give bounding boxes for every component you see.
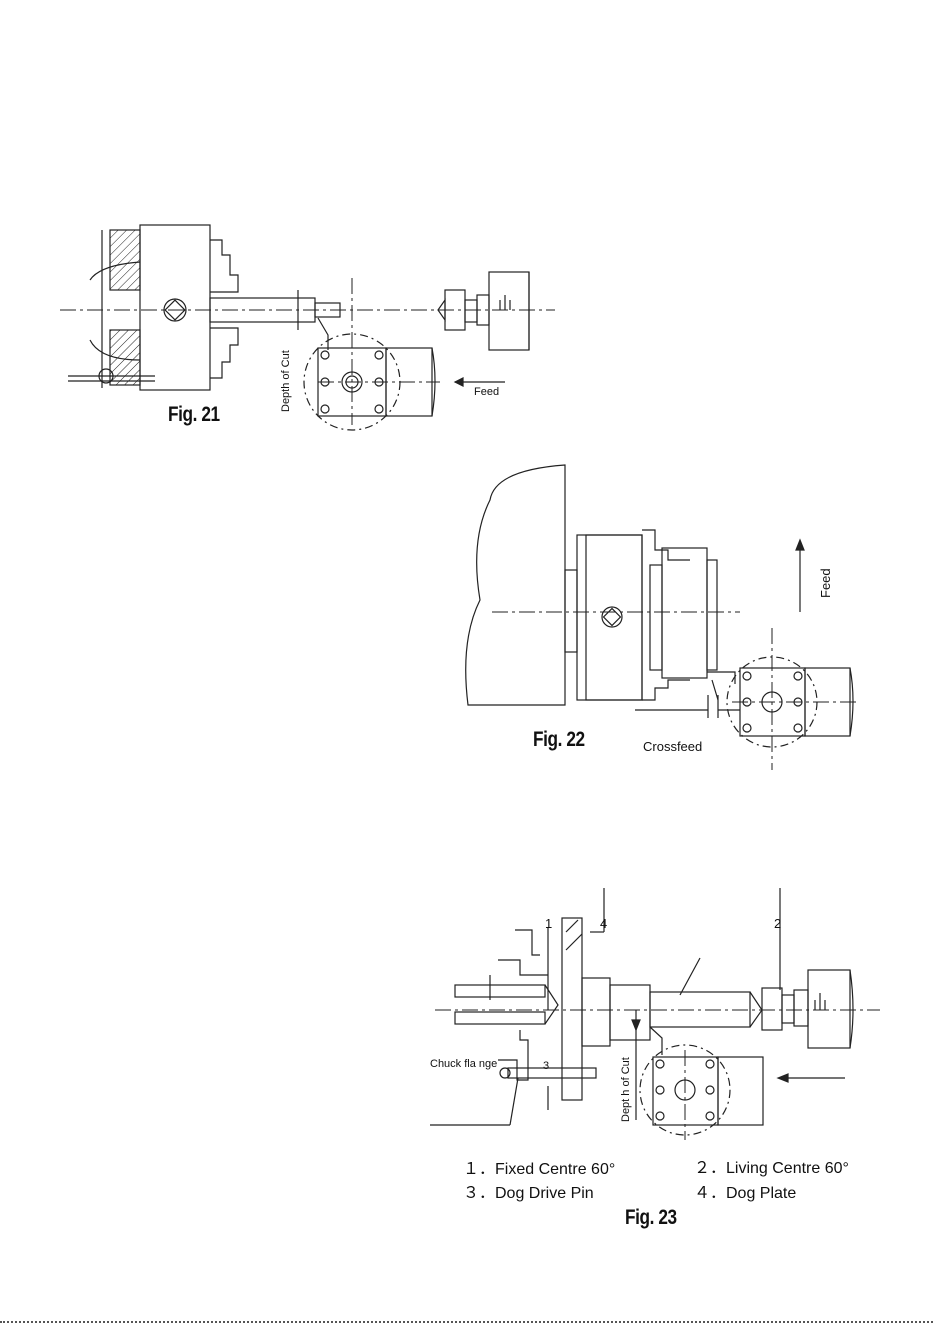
fig23-caption: Fig. 23 — [625, 1206, 677, 1230]
fig23-callout-2: 2 — [774, 916, 781, 931]
fig21-feed-label: Feed — [474, 386, 499, 398]
fig23-legend-item-2: ２．Living Centre 60° — [694, 1154, 849, 1178]
fig23-depth-label: Dept h of Cut — [620, 1057, 632, 1122]
fig21-caption: Fig. 21 — [168, 403, 220, 427]
fig23-callout-4: 4 — [600, 916, 607, 931]
fig23-legend-item-1: １．Fixed Centre 60° — [463, 1155, 615, 1179]
fig23-chuck-flange-label: Chuck fla nge — [430, 1058, 497, 1070]
fig22-crossfeed-label: Crossfeed — [643, 739, 702, 754]
fig22-feed-label: Feed — [818, 568, 833, 598]
fig23-legend-item-4: ４．Dog Plate — [694, 1179, 796, 1203]
fig22-caption: Fig. 22 — [533, 728, 585, 752]
fig23-callout-1: 1 — [545, 916, 552, 931]
fig23-callout-3: 3 — [543, 1060, 549, 1072]
fig21-depth-label: Depth of Cut — [280, 350, 292, 412]
page-bottom-border — [0, 1321, 933, 1323]
fig23-legend-item-3: ３．Dog Drive Pin — [463, 1179, 594, 1203]
